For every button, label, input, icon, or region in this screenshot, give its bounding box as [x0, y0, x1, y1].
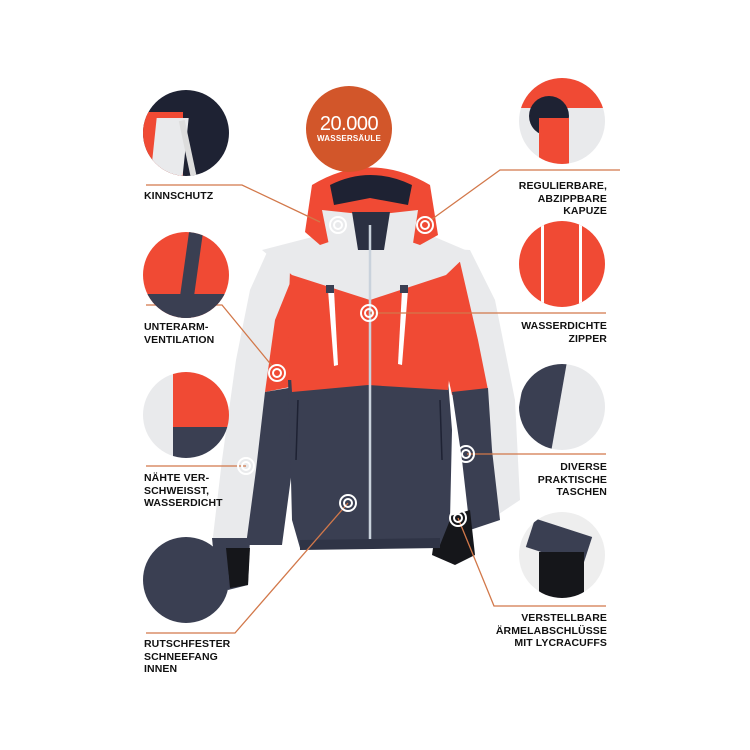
water-column-badge: 20.000 WASSERSÄULE: [306, 86, 392, 172]
cuffs-line: [457, 517, 606, 607]
kapuze-line: [427, 169, 620, 223]
hotspot-taschen: [457, 445, 475, 463]
thumb-naehte: [143, 372, 229, 458]
hotspot-zipper: [360, 304, 378, 322]
thumb-taschen: [519, 364, 605, 450]
thumb-zipper: [519, 221, 605, 307]
hotspot-naehte: [237, 457, 255, 475]
label-naehte-verschweisst: NÄHTE VER- SCHWEISST, WASSERDICHT: [144, 472, 223, 509]
hotspot-schneefang: [339, 494, 357, 512]
thumb-cuffs: [519, 512, 605, 598]
kinnschutz-line: [146, 184, 321, 223]
label-unterarm-ventilation: UNTERARM- VENTILATION: [144, 321, 215, 346]
label-kinnschutz: KINNSCHUTZ: [144, 190, 214, 202]
thumb-schneefang: [143, 537, 229, 623]
hotspot-kapuze: [416, 216, 434, 234]
label-rutschfester-schneefang: RUTSCHFESTER SCHNEEFANG INNEN: [144, 638, 231, 675]
label-wasserdichte-zipper: WASSERDICHTE ZIPPER: [521, 320, 607, 345]
badge-caption: WASSERSÄULE: [317, 134, 381, 143]
thumb-unterarm: [143, 232, 229, 318]
hotspot-unterarm: [268, 364, 286, 382]
label-kapuze: REGULIERBARE, ABZIPPBARE KAPUZE: [518, 180, 607, 217]
hotspot-kinnschutz: [329, 216, 347, 234]
thumb-kinnschutz: [143, 90, 229, 176]
label-verstellbare-cuffs: VERSTELLBARE ÄRMELABSCHLÜSSE MIT LYCRACU…: [495, 612, 607, 649]
badge-number: 20.000: [319, 113, 379, 135]
hotspot-cuffs: [449, 509, 467, 527]
label-diverse-taschen: DIVERSE PRAKTISCHE TASCHEN: [537, 461, 607, 498]
thumb-kapuze: [519, 78, 605, 164]
schneefang-line: [146, 502, 349, 634]
